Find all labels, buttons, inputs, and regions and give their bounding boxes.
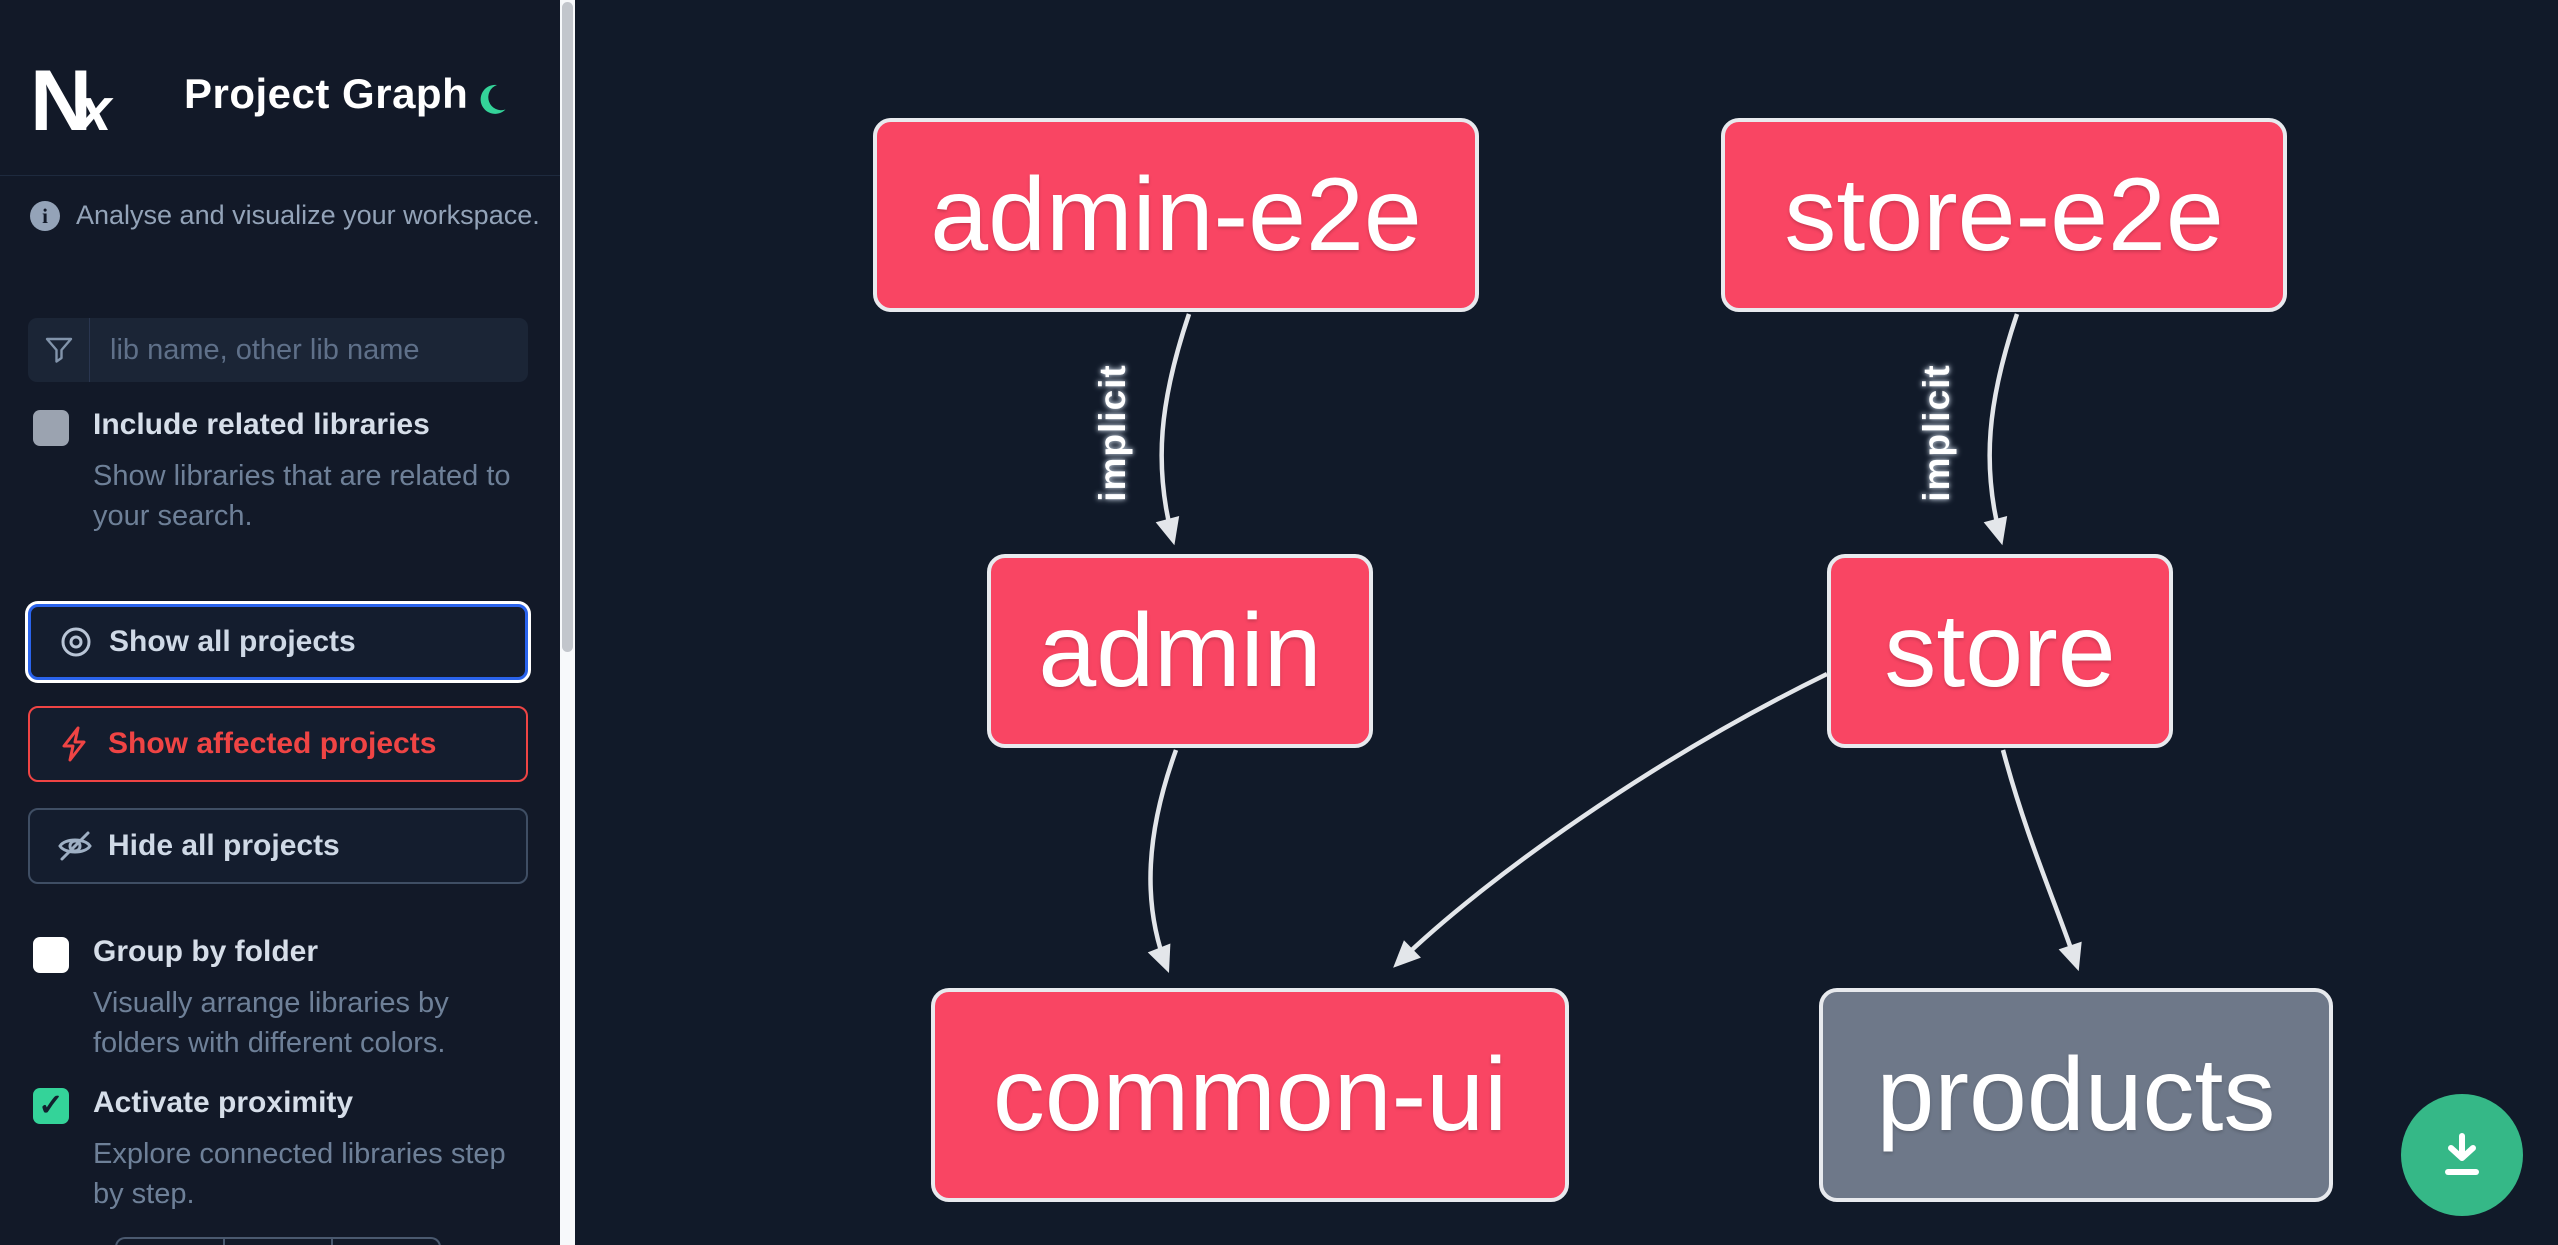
download-image-button[interactable] bbox=[2401, 1094, 2523, 1216]
stepper-value bbox=[225, 1239, 333, 1245]
show-all-projects-button[interactable]: Show all projects bbox=[28, 604, 528, 680]
edge-layer bbox=[1147, 313, 2082, 974]
project-node-store-e2e[interactable]: store-e2e bbox=[1721, 118, 2287, 312]
checkbox-label: Group by folder bbox=[93, 935, 318, 968]
bolt-icon bbox=[52, 725, 98, 763]
nx-logo-n: N bbox=[30, 53, 92, 149]
proximity-stepper[interactable] bbox=[115, 1237, 441, 1245]
button-label: Show all projects bbox=[109, 625, 356, 658]
include-related-checkbox[interactable] bbox=[33, 410, 69, 446]
hide-all-projects-button[interactable]: Hide all projects bbox=[28, 808, 528, 884]
group-by-folder-checkbox[interactable] bbox=[33, 937, 69, 973]
filter-icon bbox=[28, 318, 90, 382]
edge-store-products bbox=[2000, 749, 2082, 972]
info-icon: i bbox=[30, 200, 60, 231]
button-label: Show affected projects bbox=[108, 727, 437, 760]
stepper-decrement[interactable] bbox=[117, 1239, 225, 1245]
edge-admin-common-ui bbox=[1147, 749, 1179, 974]
sidebar-scrollbar bbox=[560, 0, 575, 1245]
page-title: Project Graph bbox=[184, 70, 469, 117]
tagline: Analyse and visualize your workspace. bbox=[76, 200, 540, 230]
project-node-admin[interactable]: admin bbox=[987, 554, 1373, 748]
eye-off-icon bbox=[52, 826, 98, 866]
edge-store-e2e-store bbox=[1983, 313, 2020, 546]
graph-canvas[interactable]: implicit implicit admin-e2e store-e2e ad… bbox=[575, 0, 2558, 1245]
download-icon bbox=[2445, 1133, 2479, 1175]
checkbox-description: Show libraries that are related to your … bbox=[93, 460, 511, 532]
eye-icon bbox=[53, 622, 99, 662]
dark-mode-toggle[interactable] bbox=[470, 80, 510, 120]
checkbox-label: Include related libraries bbox=[93, 408, 430, 441]
project-node-store[interactable]: store bbox=[1827, 554, 2173, 748]
search-box bbox=[28, 318, 528, 382]
sidebar-scrollbar-thumb[interactable] bbox=[562, 2, 573, 652]
project-node-admin-e2e[interactable]: admin-e2e bbox=[873, 118, 1479, 312]
sidebar-header: Nx Project Graph bbox=[0, 0, 560, 176]
checkbox-description: Explore connected libraries step by step… bbox=[93, 1138, 506, 1210]
checkbox-label: Activate proximity bbox=[93, 1086, 354, 1119]
nx-logo: Nx bbox=[30, 52, 170, 149]
project-node-products[interactable]: products bbox=[1819, 988, 2333, 1202]
stepper-increment[interactable] bbox=[333, 1239, 439, 1245]
edge-label-implicit: implicit bbox=[1092, 364, 1133, 502]
search-input[interactable] bbox=[90, 320, 528, 380]
edge-admin-e2e-admin bbox=[1155, 313, 1192, 546]
nx-logo-x: x bbox=[78, 76, 112, 143]
workspace-info-row: i Analyse and visualize your workspace. bbox=[30, 200, 550, 231]
sidebar: Nx Project Graph i Analyse and visualize… bbox=[0, 0, 560, 1245]
button-label: Hide all projects bbox=[108, 829, 340, 862]
edge-label-implicit: implicit bbox=[1916, 364, 1957, 502]
edge-store-common-ui bbox=[1393, 671, 1828, 968]
activate-proximity-checkbox[interactable]: ✓ bbox=[33, 1088, 69, 1124]
checkbox-description: Visually arrange libraries by folders wi… bbox=[93, 987, 449, 1059]
moon-icon bbox=[480, 84, 506, 114]
project-node-common-ui[interactable]: common-ui bbox=[931, 988, 1569, 1202]
show-affected-projects-button[interactable]: Show affected projects bbox=[28, 706, 528, 782]
